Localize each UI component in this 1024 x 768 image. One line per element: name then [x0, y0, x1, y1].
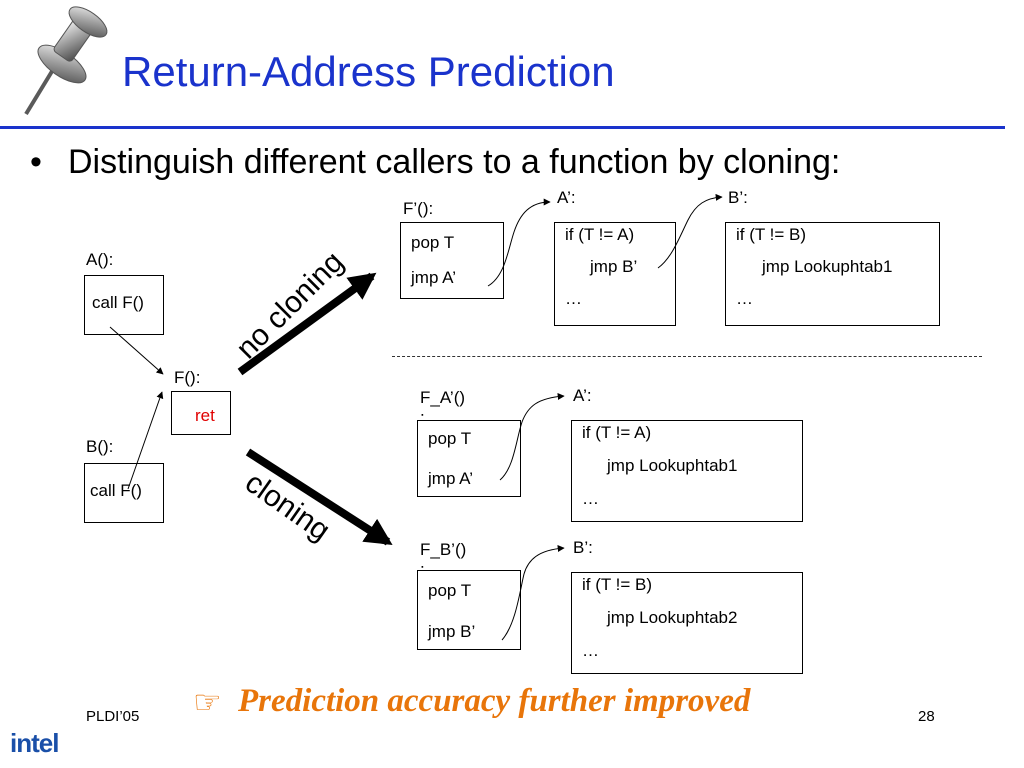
fa-line-2: jmp A’ [428, 469, 474, 488]
aprime-top-line-1: if (T != A) [565, 225, 635, 244]
fb-box: pop T jmp B’ [417, 570, 521, 650]
a-label: A(): [86, 250, 114, 269]
pushpin-icon [24, 6, 108, 116]
curve-arrow-fb [501, 544, 565, 641]
bprime-top-line-1: if (T != B) [736, 225, 807, 244]
bprime-top-line-2: jmp Lookuphtab1 [762, 257, 893, 276]
fprime-box: pop T jmp A’ [400, 222, 504, 299]
title-divider [0, 126, 1005, 129]
curve-arrow-fa [499, 392, 565, 481]
bprime-label-top: B’: [728, 188, 748, 207]
b-label: B(): [86, 437, 114, 456]
footer-left: PLDI’05 [86, 708, 140, 725]
section-divider [392, 356, 982, 357]
fa-label: F_A’() [420, 388, 466, 407]
aprime-top-line-2: jmp B’ [590, 257, 638, 276]
page-number: 28 [918, 708, 935, 725]
bprime-box-bottom: if (T != B) jmp Lookuphtab2 … [571, 572, 803, 674]
bullet-text: Distinguish different callers to a funct… [68, 143, 841, 181]
fprime-label: F’(): [403, 199, 434, 218]
no-cloning-arrow [237, 272, 377, 376]
fa-box: pop T jmp A’ [417, 420, 521, 497]
aprime-bottom-line-1: if (T != A) [582, 423, 652, 442]
curve-arrow-top-2 [657, 193, 723, 269]
call-arrow-b [127, 391, 164, 490]
fb-label-colon: : [420, 560, 425, 580]
curve-arrow-top-1 [487, 198, 551, 287]
aprime-bottom-line-3: … [582, 489, 599, 508]
bprime-bottom-line-2: jmp Lookuphtab2 [607, 608, 738, 627]
intel-logo: intel [8, 722, 74, 762]
fprime-line-2: jmp A’ [411, 268, 457, 287]
bprime-bottom-line-3: … [582, 641, 599, 660]
bprime-top-line-3: … [736, 289, 753, 308]
intel-logo-text: intel [10, 728, 59, 758]
f-box: ret [171, 391, 231, 435]
call-arrow-a [109, 326, 164, 375]
cloning-arrow [245, 448, 393, 546]
fb-label: F_B’() [420, 540, 467, 559]
a-box: call F() [84, 275, 164, 335]
aprime-label-top: A’: [557, 188, 576, 207]
f-label: F(): [174, 368, 201, 387]
fa-line-1: pop T [428, 429, 472, 448]
b-box: call F() [84, 463, 164, 523]
pointing-hand-icon: ☞ [193, 684, 222, 720]
aprime-top-line-3: … [565, 289, 582, 308]
aprime-label-bottom: A’: [573, 386, 592, 405]
conclusion-text: Prediction accuracy further improved [238, 683, 751, 719]
fa-label-colon: : [420, 408, 425, 427]
bprime-box-top: if (T != B) jmp Lookuphtab1 … [725, 222, 940, 326]
f-code: ret [195, 406, 215, 425]
bullet-point: • Distinguish different callers to a func… [30, 143, 840, 182]
fprime-line-1: pop T [411, 233, 455, 252]
aprime-box-bottom: if (T != A) jmp Lookuphtab1 … [571, 420, 803, 522]
bprime-label-bottom: B’: [573, 538, 593, 557]
fb-line-2: jmp B’ [428, 622, 476, 641]
fb-line-1: pop T [428, 581, 472, 600]
a-code: call F() [92, 293, 144, 312]
bprime-bottom-line-1: if (T != B) [582, 575, 653, 594]
aprime-box-top: if (T != A) jmp B’ … [554, 222, 676, 326]
bullet-dot: • [30, 143, 42, 181]
slide-title: Return-Address Prediction [122, 48, 615, 95]
aprime-bottom-line-2: jmp Lookuphtab1 [607, 456, 738, 475]
